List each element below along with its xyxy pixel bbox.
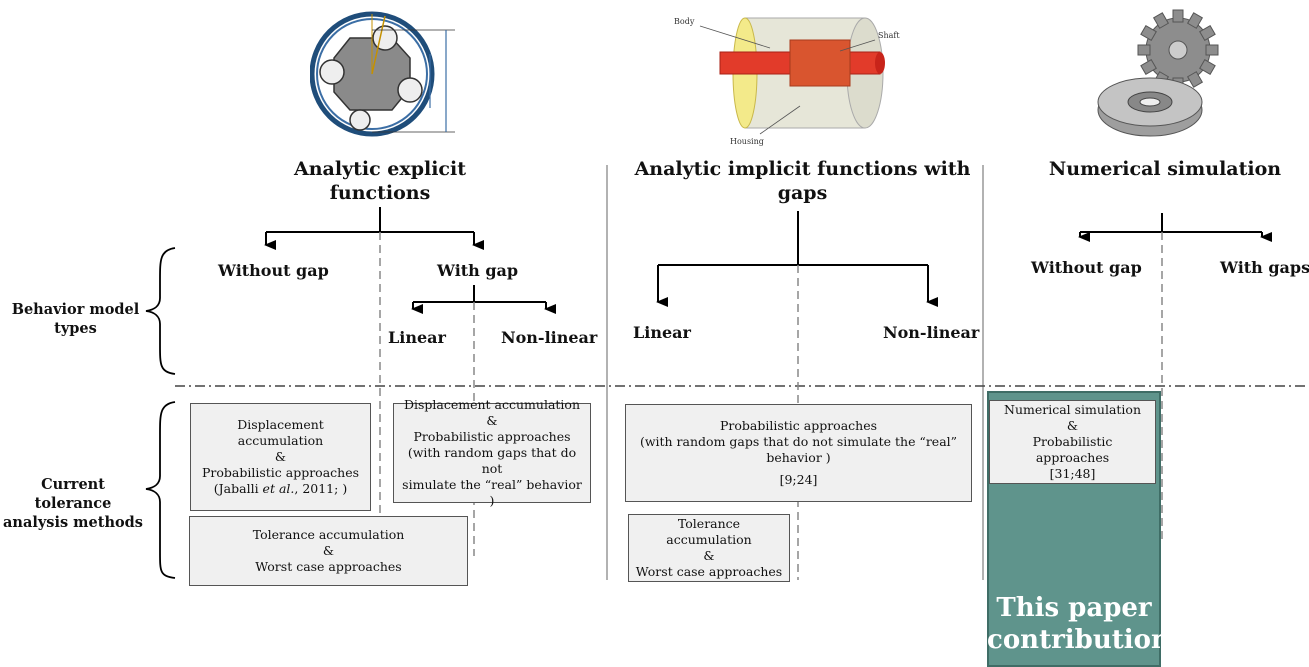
box1-line1: Displacement: [237, 417, 324, 432]
row-label-current-methods: Current tolerance analysis methods: [2, 475, 144, 532]
box5-line3: Worst case approaches: [635, 564, 783, 579]
box2-line3: Probabilistic approaches: [413, 429, 571, 444]
box-displacement-probabilistic: Displacement accumulation & Probabilisti…: [190, 403, 371, 511]
branch-implicit-linear: Linear: [633, 323, 691, 342]
box2-line5: simulate the “real” behavior ): [402, 477, 582, 508]
column-title-explicit-line1: Analytic explicit: [293, 158, 466, 180]
row-label-behavior-line1: Behavior model: [11, 301, 140, 318]
column-title-numerical: Numerical simulation: [1040, 157, 1290, 181]
box4-line1: Probabilistic approaches: [719, 418, 878, 433]
gears-illustration: [1097, 9, 1219, 137]
box4-line4: [9;24]: [779, 472, 818, 487]
box-tolerance-worst-mid: Tolerance accumulation & Worst case appr…: [628, 514, 790, 582]
label-housing: Housing: [730, 137, 764, 146]
box1-line4: Probabilistic approaches: [201, 465, 360, 480]
box-numerical-probabilistic: Numerical simulation & Probabilistic app…: [989, 400, 1156, 484]
box1-reference: (Jaballi et al., 2011; ): [214, 481, 347, 497]
box4-line3: behavior ): [766, 450, 831, 465]
box1-ref-suffix: , 2011; ): [294, 481, 348, 496]
box6-line3: Probabilistic approaches: [1032, 434, 1113, 465]
row-label-current-line2: analysis methods: [3, 514, 143, 531]
branch-explicit-nonlinear: Non-linear: [501, 328, 598, 347]
box1-line3: &: [274, 449, 287, 464]
box5-line1: Tolerance accumulation: [666, 516, 752, 547]
box4-line2: (with random gaps that do not simulate t…: [639, 434, 958, 449]
contribution-line2: contribution: [987, 625, 1170, 655]
branch-explicit-linear: Linear: [388, 328, 446, 347]
row-label-behavior: Behavior model types: [8, 300, 143, 338]
box2-line1: Displacement accumulation: [403, 397, 581, 412]
box-probabilistic-implicit: Probabilistic approaches (with random ga…: [625, 404, 972, 502]
label-shaft: Shaft: [878, 31, 900, 40]
box5-line2: &: [703, 548, 715, 563]
box6-line2: &: [1066, 418, 1079, 433]
shaft-housing-illustration: Body Shaft Housing: [674, 17, 900, 146]
column-title-numerical-line1: Numerical simulation: [1048, 158, 1282, 180]
box3-line1: Tolerance accumulation: [252, 527, 405, 542]
box1-ref-etal: et al.: [262, 481, 295, 496]
behavior-brace: [145, 247, 176, 375]
branch-explicit-without-gap: Without gap: [218, 261, 329, 280]
box1-ref-prefix: (Jaballi: [213, 481, 263, 496]
branch-implicit-nonlinear: Non-linear: [883, 323, 980, 342]
box6-line1: Numerical simulation: [1004, 402, 1141, 417]
box1-line2: accumulation: [237, 433, 324, 448]
column-title-explicit-line2: functions: [329, 182, 431, 204]
branch-explicit-with-gap: With gap: [437, 261, 519, 280]
column-title-implicit-line1: Analytic implicit functions with: [634, 158, 971, 180]
box3-line2: &: [322, 543, 335, 558]
branch-numerical-without-gap: Without gap: [1031, 258, 1142, 277]
box3-line3: Worst case approaches: [255, 559, 402, 574]
box-displacement-random-gaps: Displacement accumulation & Probabilisti…: [393, 397, 591, 508]
row-label-behavior-line2: types: [54, 320, 97, 337]
contribution-label: This paper contribution: [987, 592, 1170, 656]
box2-line2: &: [486, 413, 498, 428]
column-title-implicit-line2: gaps: [777, 182, 828, 204]
branch-numerical-with-gaps: With gaps: [1220, 258, 1309, 277]
box6-line4: [31;48]: [1049, 466, 1096, 481]
column-title-implicit: Analytic implicit functions with gaps: [630, 157, 975, 205]
methods-brace: [145, 401, 176, 579]
label-body: Body: [674, 17, 695, 26]
column-title-explicit: Analytic explicit functions: [230, 157, 530, 205]
box-tolerance-worst-left: Tolerance accumulation & Worst case appr…: [189, 516, 468, 586]
bearing-illustration: [310, 11, 455, 137]
box2-line4: (with random gaps that do not: [407, 445, 577, 476]
row-label-current-line1: Current tolerance: [34, 476, 112, 512]
contribution-line1: This paper: [996, 593, 1152, 623]
